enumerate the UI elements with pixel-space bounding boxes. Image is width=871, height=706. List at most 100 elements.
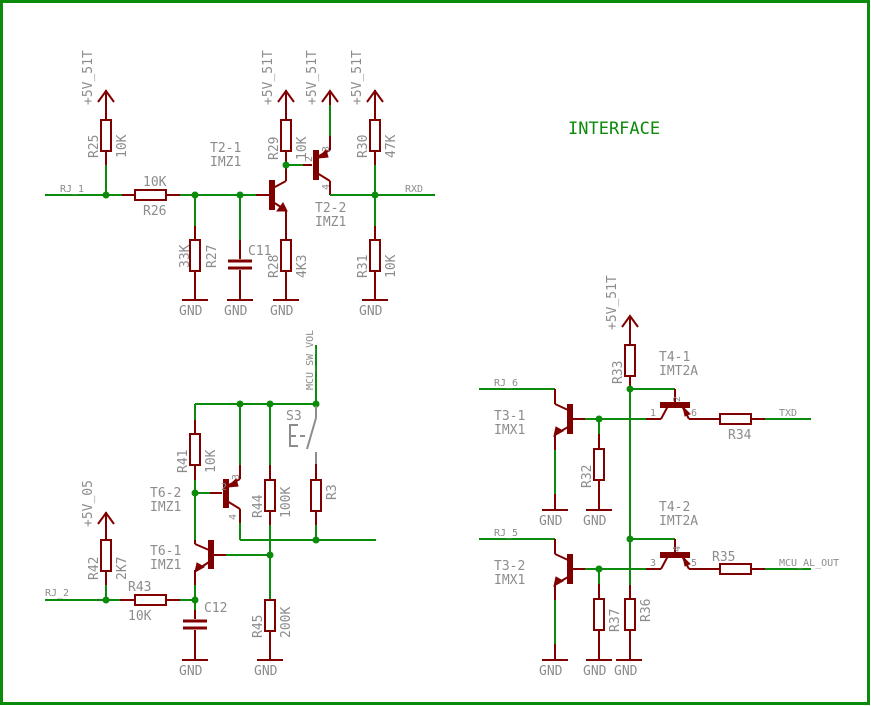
resistor-r45[interactable] (257, 599, 283, 661)
part-t4-1: IMT2A (659, 364, 698, 379)
resistor-r41[interactable] (189, 420, 201, 480)
ref-r44: R44 (251, 494, 266, 518)
value-r44: 100K (279, 487, 294, 518)
capacitor-c12[interactable] (182, 610, 208, 661)
transistor-t4-2[interactable] (646, 539, 720, 570)
pin-label: 4 (228, 514, 239, 520)
value-r31: 10K (384, 254, 399, 278)
supply-arrow-icon (97, 89, 115, 103)
pin-label: 5 (691, 558, 697, 569)
gnd-label: GND (614, 664, 638, 679)
resistor-r35[interactable] (719, 563, 765, 575)
pin-label: 2 (672, 396, 683, 402)
part-t6-1: IMZ1 (150, 558, 181, 573)
ref-t6-1: T6-1 (150, 544, 181, 559)
pin-label: 3 (650, 558, 656, 569)
gnd-label: GND (583, 514, 607, 529)
supply-label: +5V_51T (350, 50, 365, 105)
ref-r41: R41 (176, 450, 191, 473)
capacitor-c11[interactable] (227, 240, 253, 301)
supply-label: +5V_51T (261, 50, 276, 105)
net-label-rj1: RJ_1 (60, 184, 84, 195)
gnd-label: GND (179, 304, 203, 319)
ref-r32: R32 (580, 465, 595, 488)
value-r42: 2K7 (115, 557, 130, 580)
ref-t3-1: T3-1 (494, 409, 525, 424)
transistor-t2-2[interactable] (303, 136, 331, 195)
ref-r36: R36 (639, 599, 654, 622)
supply-arrow-icon (366, 89, 384, 103)
ref-r26: R26 (143, 204, 166, 219)
junction (191, 596, 199, 604)
transistor-t3-2[interactable] (553, 539, 585, 600)
resistor-r34[interactable] (719, 413, 765, 425)
pin-label: 3 (321, 146, 332, 152)
resistor-r31[interactable] (362, 226, 388, 301)
ref-t4-2: T4-2 (659, 500, 690, 515)
supply-arrow-icon (621, 314, 639, 328)
txd-driver-circuit: +5V_51T R33 1 2 6 T4-1 IMT2A R34 TXD (479, 275, 839, 679)
supply-label: +5V_51T (81, 50, 96, 105)
pin-label: 4 (321, 184, 332, 190)
ref-r42: R42 (87, 557, 102, 580)
resistor-r33[interactable] (624, 316, 636, 389)
part-t4-2: IMT2A (659, 514, 698, 529)
transistor-t6-2[interactable] (210, 465, 241, 523)
part-t3-2: IMX1 (494, 573, 525, 588)
resistor-r37[interactable] (586, 584, 612, 661)
part-t2-1: IMZ1 (210, 155, 241, 170)
ref-r3: R3 (325, 484, 340, 500)
rxd-receiver-circuit: RJ_1 +5V_51T R25 10K 10K R26 (45, 50, 435, 319)
resistor-r30[interactable] (369, 90, 381, 165)
part-t2-2: IMZ1 (315, 215, 346, 230)
resistor-r26[interactable] (122, 189, 180, 201)
resistor-r29[interactable] (280, 90, 292, 165)
ref-t3-2: T3-2 (494, 559, 525, 574)
ref-r29: R29 (267, 137, 282, 160)
sw-vol-circuit: MCU_SW_VOL S3 R3 R41 (45, 330, 376, 679)
pin-label: 3 (231, 474, 242, 480)
ref-c12: C12 (204, 601, 227, 616)
gnd-label: GND (179, 664, 203, 679)
supply-arrow-icon (277, 89, 295, 103)
net-label-rxd: RXD (405, 184, 423, 195)
ref-t6-2: T6-2 (150, 486, 181, 501)
pin-label: 1 (650, 408, 656, 419)
gnd-label: GND (539, 664, 563, 679)
resistor-r36[interactable] (616, 585, 642, 661)
resistor-r32[interactable] (586, 434, 612, 511)
ref-r34: R34 (728, 428, 752, 443)
transistor-t3-1[interactable] (553, 389, 585, 450)
ref-r33: R33 (611, 361, 626, 384)
resistor-r42[interactable] (100, 512, 112, 585)
value-r30: 47K (384, 134, 399, 158)
ref-r45: R45 (251, 615, 266, 638)
transistor-t4-1[interactable] (646, 389, 720, 420)
resistor-r44[interactable] (264, 465, 276, 525)
gnd-label: GND (270, 304, 294, 319)
transistor-t2-1[interactable] (256, 165, 288, 240)
value-r41: 10K (204, 449, 219, 473)
gnd-label: GND (359, 304, 383, 319)
resistor-r27[interactable] (182, 226, 208, 301)
switch-s3[interactable] (289, 406, 317, 464)
resistor-r28[interactable] (273, 239, 299, 301)
ref-t2-1: T2-1 (210, 141, 241, 156)
resistor-r25[interactable] (100, 90, 112, 165)
ref-r35: R35 (712, 550, 735, 565)
resistor-r3[interactable] (310, 464, 322, 525)
resistor-r43[interactable] (120, 594, 180, 606)
gnd-label: GND (224, 304, 248, 319)
ref-t4-1: T4-1 (659, 350, 690, 365)
ref-r28: R28 (267, 255, 282, 278)
value-r45: 200K (279, 607, 294, 638)
value-r25: 10K (115, 134, 130, 158)
part-t6-2: IMZ1 (150, 500, 181, 515)
supply-label: +5V_51T (305, 50, 320, 105)
transistor-t6-1[interactable] (194, 540, 226, 585)
sheet-title: INTERFACE (568, 119, 660, 139)
ref-r37: R37 (608, 609, 623, 632)
ref-c11: C11 (248, 244, 271, 259)
